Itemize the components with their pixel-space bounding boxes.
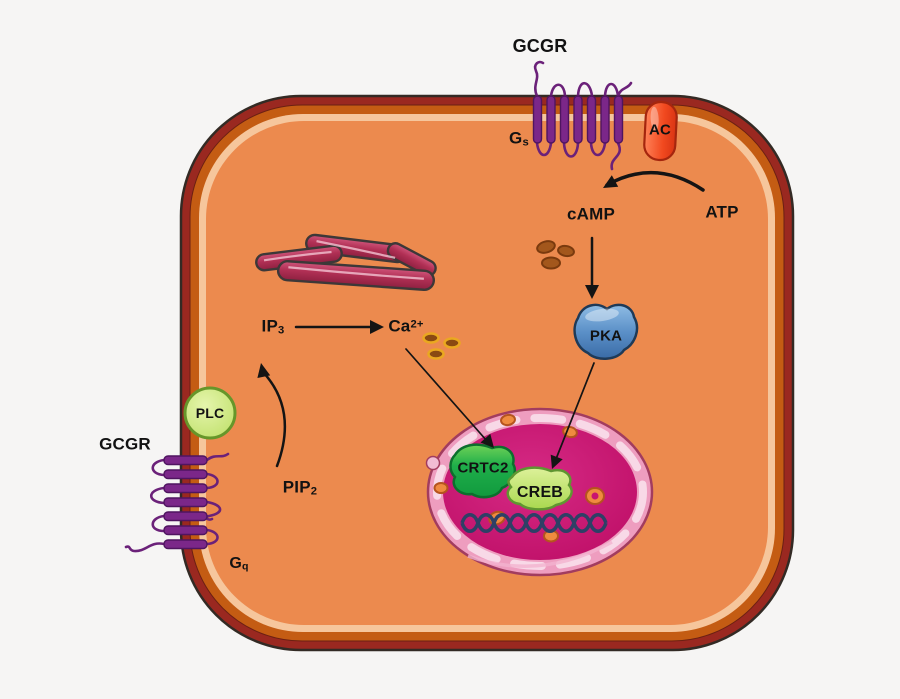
label-pka: PKA [589, 327, 623, 345]
label-gq: Gq [229, 554, 249, 573]
arrow-atp-to-camp [605, 170, 705, 192]
plc-enzyme [183, 386, 237, 440]
nucleus-speckle-hole [591, 492, 599, 500]
pathway-arrows [261, 170, 705, 468]
arrowheads [257, 175, 619, 469]
nuclear-pore [425, 455, 441, 471]
pka-enzyme [573, 303, 639, 360]
label-gs: Gs [509, 128, 529, 149]
label-calcium: Ca2+ [388, 316, 424, 336]
cell-membrane [179, 94, 795, 652]
nucleus-highlight [467, 540, 613, 568]
crtc2-protein [449, 443, 517, 499]
label-plc: PLC [195, 405, 225, 421]
receptor-loops [124, 452, 230, 553]
adenylyl-cyclase-enzyme [643, 100, 678, 162]
label-camp: cAMP [566, 204, 616, 224]
label-gcgr-left: GCGR [99, 434, 151, 454]
gcgr-receptor-left [124, 452, 230, 553]
receptor-helices [163, 455, 208, 550]
receptor-loops [533, 60, 633, 171]
arrow-pka-to-creb [555, 362, 595, 460]
label-ip3: IP3 [261, 316, 285, 337]
label-creb: CREB [516, 484, 564, 501]
arrow-pip2-to-ip3 [261, 370, 287, 468]
receptor-helices [532, 95, 624, 144]
dna-helix [460, 513, 608, 533]
label-ac: AC [648, 121, 672, 139]
creb-protein [506, 466, 573, 511]
camp-molecules [536, 240, 575, 270]
label-atp: ATP [705, 202, 739, 222]
label-gcgr-top: GCGR [512, 36, 568, 56]
arrow-calcium-to-crtc2 [405, 348, 488, 442]
gcgr-receptor-top [532, 60, 633, 171]
label-crtc2: CRTC2 [457, 459, 509, 477]
calcium-ions [422, 332, 461, 360]
label-pip2: PIP2 [282, 477, 318, 498]
er-highlights [263, 240, 424, 280]
